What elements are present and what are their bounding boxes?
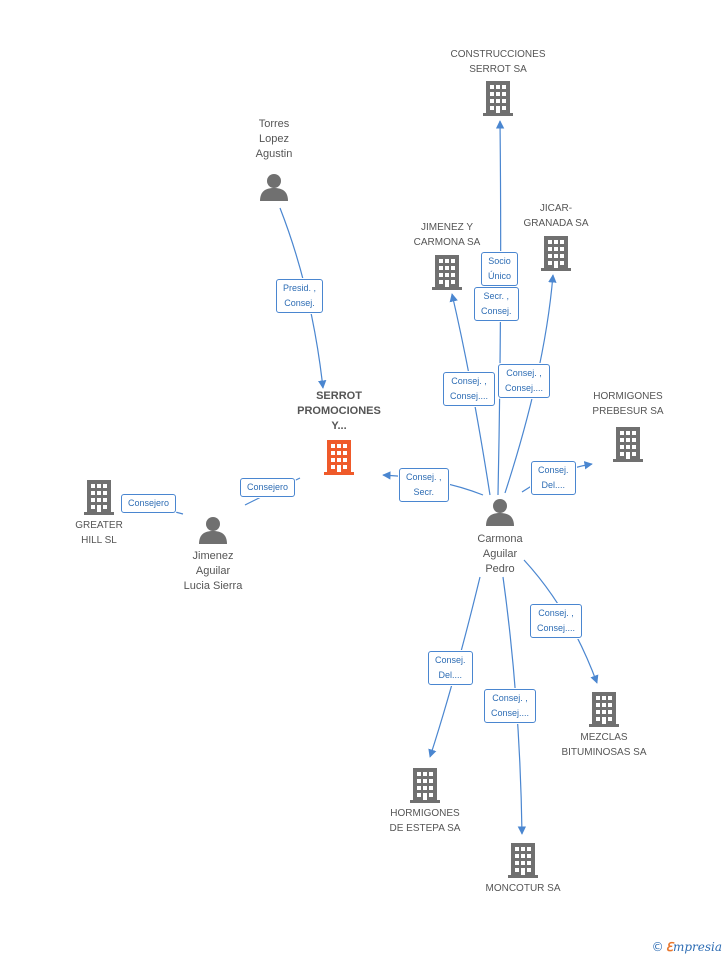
- brand-name: mpresia: [672, 940, 722, 954]
- person-icon: [486, 499, 514, 526]
- person-icon: [260, 174, 288, 201]
- node-serrot-promociones[interactable]: SERROT PROMOCIONES Y...: [282, 389, 396, 476]
- edge-label-carmona-mezclas[interactable]: Consej. , Consej....: [530, 604, 583, 638]
- node-jimenez-y-carmona[interactable]: JIMENEZ Y CARMONA SA: [397, 220, 497, 291]
- node-label: SERROT PROMOCIONES Y...: [297, 390, 381, 432]
- building-icon: [483, 81, 513, 116]
- edge-label-secr-consej[interactable]: Secr. , Consej.: [474, 287, 519, 321]
- building-icon: [84, 480, 114, 515]
- edge-label-jimenez-greater[interactable]: Consejero: [121, 494, 177, 513]
- building-icon: [541, 236, 571, 271]
- node-label: Jimenez Aguilar Lucia Sierra: [183, 550, 243, 592]
- edge-label-carmona-serrot[interactable]: Consej. , Secr.: [399, 468, 449, 502]
- node-label: Torres Lopez Agustin: [255, 118, 293, 160]
- edge-label-carmona-jimenez-carmona[interactable]: Consej. , Consej....: [443, 372, 496, 406]
- brand-logo-letter: ℇ: [665, 940, 673, 954]
- edge-label-torres-serrot[interactable]: Presid. , Consej.: [276, 279, 324, 313]
- building-icon: [508, 843, 538, 878]
- node-construcciones-serrot[interactable]: CONSTRUCCIONES SERROT SA: [440, 47, 556, 117]
- node-carmona-aguilar-pedro[interactable]: Carmona Aguilar Pedro: [458, 498, 542, 577]
- node-mezclas-bituminosas[interactable]: MEZCLAS BITUMINOSAS SA: [552, 692, 656, 760]
- node-jimenez-aguilar-lucia-sierra[interactable]: Jimenez Aguilar Lucia Sierra: [165, 516, 261, 594]
- edge-label-carmona-moncotur[interactable]: Consej. , Consej....: [484, 689, 537, 723]
- node-label: JICAR- GRANADA SA: [523, 203, 589, 229]
- person-icon: [199, 517, 227, 544]
- node-hormigones-de-estepa[interactable]: HORMIGONES DE ESTEPA SA: [376, 768, 474, 836]
- node-label: HORMIGONES PREBESUR SA: [592, 391, 664, 417]
- node-jicar-granada[interactable]: JICAR- GRANADA SA: [508, 201, 604, 272]
- brand-footer[interactable]: ©ℇmpresia: [652, 940, 722, 954]
- edge-label-socio-unico[interactable]: Socio Único: [481, 252, 519, 286]
- building-icon: [613, 427, 643, 462]
- building-icon: [324, 440, 354, 475]
- node-torres-lopez-agustin[interactable]: Torres Lopez Agustin: [234, 117, 314, 201]
- node-moncotur[interactable]: MONCOTUR SA: [474, 843, 572, 896]
- node-greater-hill[interactable]: GREATER HILL SL: [64, 480, 134, 548]
- node-label: MEZCLAS BITUMINOSAS SA: [561, 732, 647, 758]
- edge-label-carmona-prebesur[interactable]: Consej. Del....: [531, 461, 576, 495]
- building-icon: [410, 768, 440, 803]
- building-icon: [432, 255, 462, 290]
- node-label: Carmona Aguilar Pedro: [477, 533, 523, 575]
- node-label: MONCOTUR SA: [485, 883, 561, 894]
- copyright-icon: ©: [651, 940, 664, 954]
- edge-label-jimenez-serrot[interactable]: Consejero: [240, 478, 296, 497]
- node-hormigones-prebesur[interactable]: HORMIGONES PREBESUR SA: [580, 389, 676, 463]
- node-label: GREATER HILL SL: [75, 520, 123, 546]
- node-label: CONSTRUCCIONES SERROT SA: [450, 49, 546, 75]
- node-label: JIMENEZ Y CARMONA SA: [413, 222, 481, 248]
- node-label: HORMIGONES DE ESTEPA SA: [389, 808, 461, 834]
- building-icon: [589, 692, 619, 727]
- edge-label-carmona-estepa[interactable]: Consej. Del....: [428, 651, 473, 685]
- edge-label-carmona-jicar[interactable]: Consej. , Consej....: [498, 364, 551, 398]
